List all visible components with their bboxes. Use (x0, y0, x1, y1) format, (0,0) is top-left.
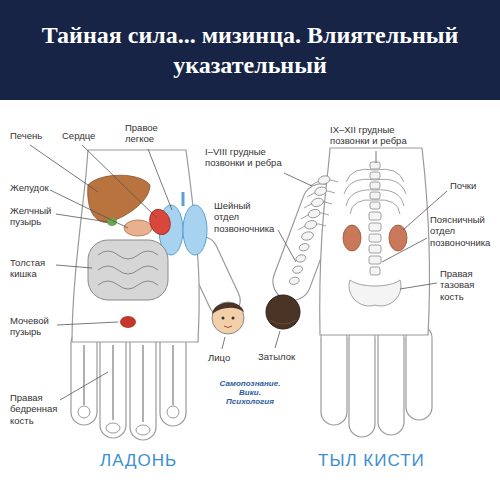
face-head (212, 302, 244, 334)
lung (183, 205, 207, 255)
organ-label: Толстая кишка (10, 257, 54, 280)
organ-label: Желудок (10, 182, 49, 193)
kidneys (343, 225, 407, 251)
bone-label: Правая тазовая кость (440, 268, 484, 302)
back-hand (267, 148, 432, 437)
organ-label: Правое легкое (125, 122, 169, 145)
part-label: Затылок (258, 351, 295, 362)
spine-label: I–VIII грудные позвонки и ребра (205, 146, 291, 169)
finger (100, 330, 126, 438)
finger (349, 325, 375, 437)
watermark: Самопознание. Вики. Психология (218, 380, 282, 406)
bladder (120, 316, 136, 328)
palm-outline (320, 148, 430, 335)
organ-label: Мочевой пузырь (10, 315, 56, 338)
part-label: Лицо (208, 352, 230, 363)
finger (71, 330, 97, 425)
liver (88, 175, 150, 222)
title: Тайная сила... мизинца. Влиятельный указ… (30, 20, 470, 80)
palm-hand (71, 150, 245, 440)
finger (160, 330, 186, 426)
organ-label: Почки (450, 180, 476, 191)
organ-label: Печень (10, 130, 42, 141)
back-spine (344, 162, 406, 306)
spine-label: Поясничный отдел позвоночника (430, 214, 492, 248)
finger (130, 330, 156, 440)
finger-bones (84, 345, 173, 422)
organ-label: Желчный пузырь (10, 205, 58, 228)
back-head (266, 295, 300, 329)
stomach (124, 220, 152, 236)
pelvis (349, 280, 401, 306)
thumb-spine (289, 175, 338, 286)
spine-label: IX–XII грудные позвонки и ребра (330, 124, 422, 147)
palm-outline (72, 150, 199, 342)
finger (406, 325, 432, 420)
leader-lines (30, 145, 447, 400)
finger (378, 325, 404, 435)
view-caption: ЛАДОНЬ (100, 452, 177, 471)
spine-label: Шейный отдел позвоночника (214, 200, 272, 234)
trachea (182, 192, 185, 206)
bone-label: Правая бедренная кость (10, 392, 62, 426)
tiny-hands-feet (78, 406, 179, 435)
title-band: Тайная сила... мизинца. Влиятельный указ… (0, 0, 500, 100)
organs (88, 175, 207, 328)
view-caption: ТЫЛ КИСТИ (318, 452, 425, 471)
finger (321, 325, 347, 425)
intestines (88, 240, 168, 300)
organ-label: Сердце (62, 130, 95, 141)
intestine-loops (98, 251, 158, 289)
